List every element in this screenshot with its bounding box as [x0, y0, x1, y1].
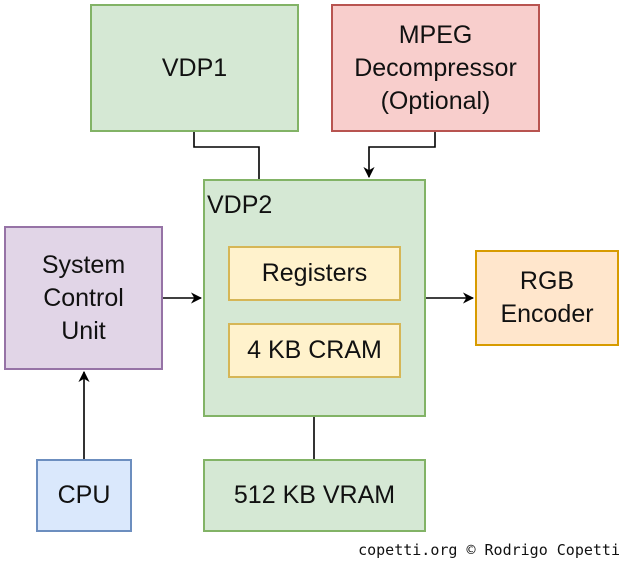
cpu-label: CPU: [57, 481, 111, 509]
edge-mpeg-vdp2: [363, 132, 436, 179]
system-control-unit-node: System Control Unit: [4, 226, 163, 370]
registers-node: Registers: [228, 246, 401, 301]
vdp1-node: VDP1: [90, 4, 299, 132]
mpeg-label: MPEG Decompressor (Optional): [354, 20, 517, 115]
copyright-credit: copetti.org © Rodrigo Copetti: [358, 541, 620, 559]
cram-label: 4 KB CRAM: [247, 336, 382, 364]
mpeg-decompressor-node: MPEG Decompressor (Optional): [331, 4, 540, 132]
vram-label: 512 KB VRAM: [233, 481, 396, 509]
edge-vdp1-vdp2: [193, 132, 260, 179]
registers-label: Registers: [261, 259, 368, 287]
cram-node: 4 KB CRAM: [228, 323, 401, 378]
vdp2-label: VDP2: [207, 191, 273, 219]
cpu-node: CPU: [36, 459, 132, 532]
rgb-label: RGB Encoder: [500, 267, 594, 328]
vdp1-label: VDP1: [161, 53, 228, 82]
scu-label: System Control Unit: [41, 250, 126, 345]
vram-node: 512 KB VRAM: [203, 459, 426, 532]
rgb-encoder-node: RGB Encoder: [475, 250, 619, 346]
